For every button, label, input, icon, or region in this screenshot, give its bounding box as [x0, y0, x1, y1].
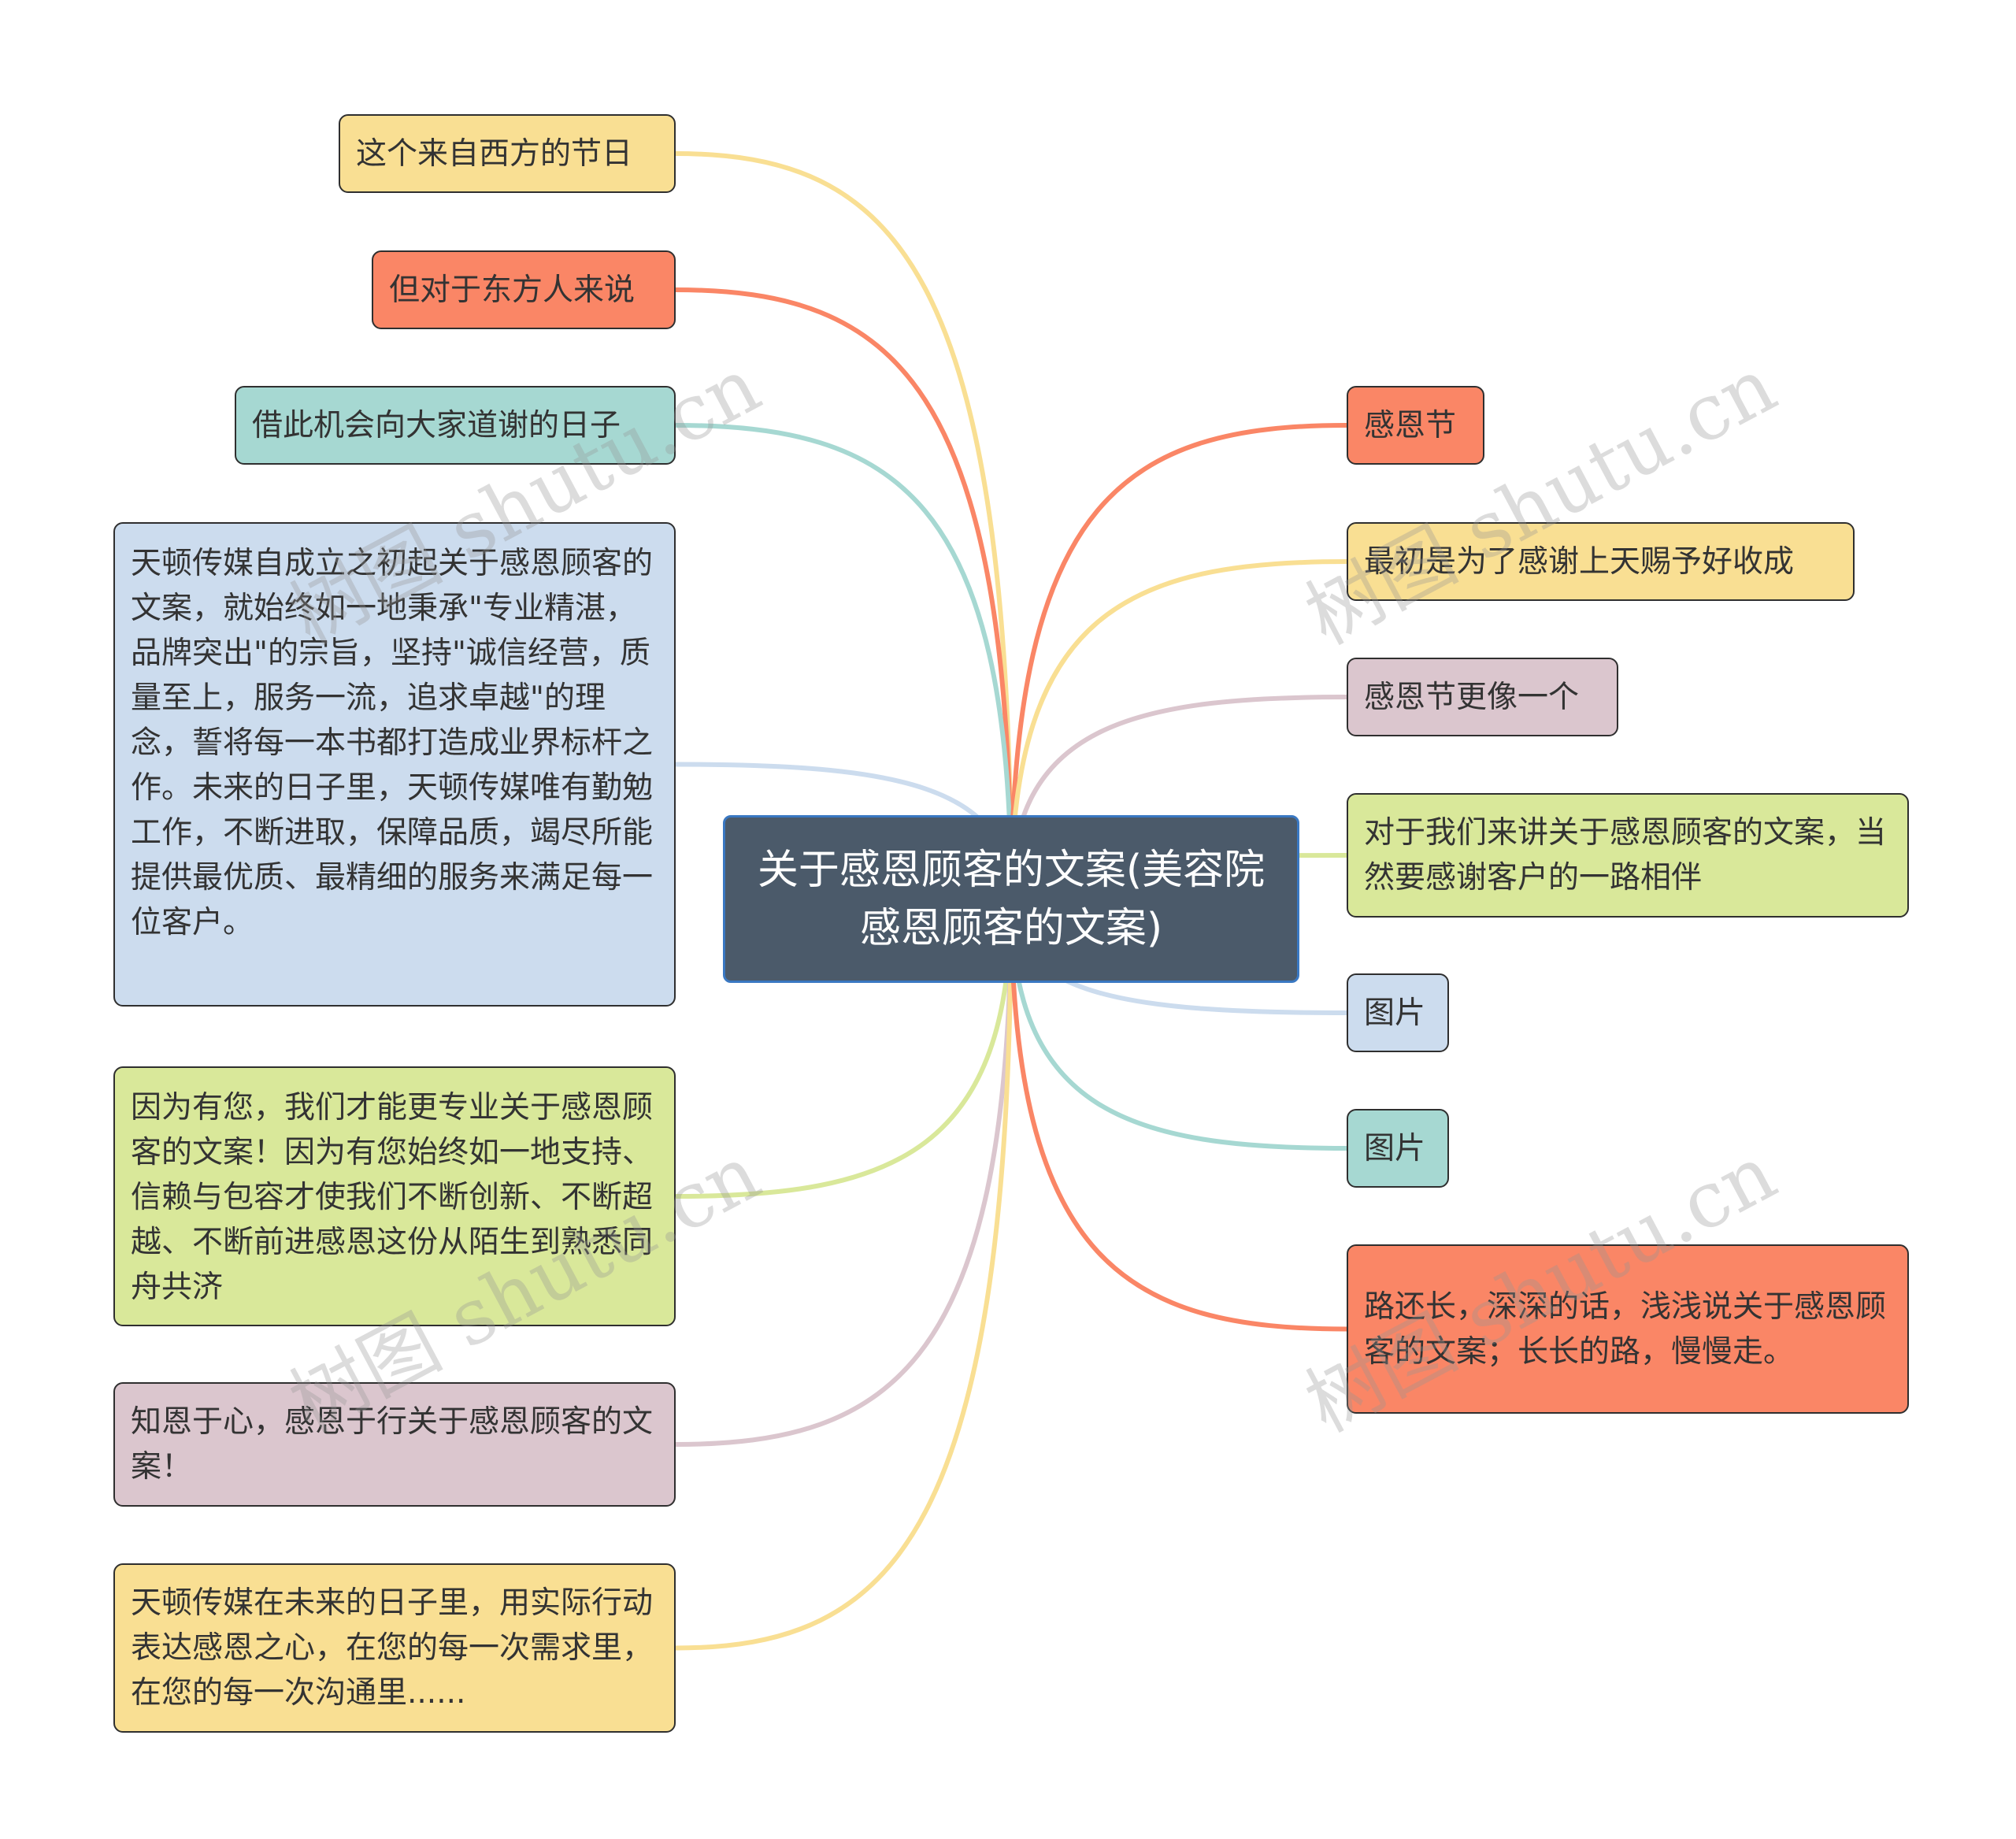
topic-label: 最初是为了感谢上天赐予好收成 [1364, 543, 1795, 580]
topic-label: 对于我们来讲关于感恩顾客的文案，当然要感谢客户的一路相伴 [1364, 815, 1887, 895]
central-topic-label: 关于感恩顾客的文案(美容院感恩顾客的文案) [757, 846, 1266, 952]
right-topic-image-2[interactable]: 图片 [1347, 1109, 1449, 1188]
topic-label: 天顿传媒在未来的日子里，用实际行动表达感恩之心，在您的每一次需求里，在您的每一次… [131, 1585, 654, 1711]
topic-label: 但对于东方人来说 [389, 272, 636, 308]
connector-L1 [673, 287, 1014, 901]
connector-L2 [673, 423, 1014, 901]
topic-label: 感恩节更像一个 [1364, 679, 1580, 715]
connector-L4 [673, 896, 1014, 1199]
left-topic-future-action[interactable]: 天顿传媒在未来的日子里，用实际行动表达感恩之心，在您的每一次需求里，在您的每一次… [113, 1563, 676, 1733]
connector-L6 [673, 896, 1014, 1651]
topic-label: 感恩节 [1364, 407, 1457, 443]
right-topic-more-like[interactable]: 感恩节更像一个 [1347, 658, 1618, 736]
left-topic-gratitude-heart[interactable]: 知恩于心，感恩于行关于感恩顾客的文案！ [113, 1382, 676, 1507]
topic-label: 借此机会向大家道谢的日子 [252, 407, 621, 443]
topic-label: 路还长，深深的话，浅浅说关于感恩顾客的文案；长长的路，慢慢走。 [1364, 1288, 1887, 1370]
topic-label: 因为有您，我们才能更专业关于感恩顾客的文案！因为有您始终如一地支持、信赖与包容才… [131, 1090, 654, 1305]
connector-L0 [673, 151, 1014, 901]
right-topic-long-road[interactable]: 路还长，深深的话，浅浅说关于感恩顾客的文案；长长的路，慢慢走。 [1347, 1244, 1909, 1414]
left-topic-company-mission[interactable]: 天顿传媒自成立之初起关于感恩顾客的文案，就始终如一地秉承"专业精湛，品牌突出"的… [113, 522, 676, 1007]
connector-R0 [1009, 423, 1349, 901]
connector-L5 [673, 896, 1014, 1447]
left-topic-because-of-you[interactable]: 因为有您，我们才能更专业关于感恩顾客的文案！因为有您始终如一地支持、信赖与包容才… [113, 1066, 676, 1326]
right-topic-thank-clients[interactable]: 对于我们来讲关于感恩顾客的文案，当然要感谢客户的一路相伴 [1347, 793, 1909, 918]
right-topic-harvest-origin[interactable]: 最初是为了感谢上天赐予好收成 [1347, 522, 1855, 601]
right-topic-image-1[interactable]: 图片 [1347, 973, 1449, 1052]
connector-R1 [1009, 559, 1349, 901]
central-topic[interactable]: 关于感恩顾客的文案(美容院感恩顾客的文案) [723, 815, 1299, 983]
left-topic-eastern-people[interactable]: 但对于东方人来说 [372, 250, 676, 329]
topic-label: 知恩于心，感恩于行关于感恩顾客的文案！ [131, 1404, 654, 1485]
topic-label: 这个来自西方的节日 [356, 135, 633, 172]
topic-label: 天顿传媒自成立之初起关于感恩顾客的文案，就始终如一地秉承"专业精湛，品牌突出"的… [131, 546, 654, 940]
connector-R6 [1009, 896, 1349, 1332]
right-topic-thanksgiving[interactable]: 感恩节 [1347, 386, 1484, 465]
topic-label: 图片 [1364, 995, 1426, 1031]
topic-label: 图片 [1364, 1130, 1426, 1166]
left-topic-west-holiday[interactable]: 这个来自西方的节日 [339, 114, 676, 193]
left-topic-thank-day[interactable]: 借此机会向大家道谢的日子 [235, 386, 676, 465]
